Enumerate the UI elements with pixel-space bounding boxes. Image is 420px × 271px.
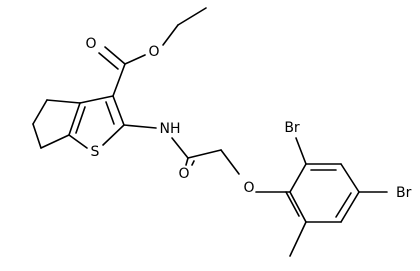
c3-c3a-bond [79, 95, 114, 104]
ethyl-ch2-o-bond [162, 24, 179, 46]
c2-s-bond [102, 124, 125, 146]
amide-c-o-double-bond-b [191, 160, 195, 166]
atom-label-carbonyl-o-ester: O [85, 36, 96, 52]
atom-label-nh: NH [160, 121, 181, 137]
carbonyl-ch2-bond [187, 149, 222, 159]
atom-label-br-right: Br [396, 185, 412, 201]
c6a-c3a-bond [68, 102, 81, 136]
atom-label-ether-o-aryl: O [243, 180, 254, 196]
ester-c-o-double-bond-b [98, 52, 119, 70]
ester-o-carbonyl-bond [124, 54, 146, 65]
aryl-c3-c4-bond [340, 163, 360, 193]
c3a-c4-bond [46, 99, 81, 104]
aryl-methyl-bond [289, 221, 307, 257]
atom-label-ether-o-ester: O [148, 44, 159, 60]
aryl-c6-c1-bond [289, 191, 307, 223]
c3-c2-bond [112, 95, 125, 126]
aryl-br-top-bond [295, 137, 307, 165]
c2-nh-bond [123, 124, 157, 129]
ch2-o-bond [220, 149, 240, 175]
ethyl-terminal-bond [177, 7, 207, 26]
c3-c2-double-bond [105, 101, 115, 125]
atom-label-sulfur: S [91, 144, 100, 160]
atom-label-carbonyl-o-amide: O [178, 166, 189, 182]
nh-carbonyl-bond [171, 137, 189, 159]
s-c6a-bond [68, 134, 88, 149]
aryl-c6-c1-double-bond [285, 191, 300, 217]
ester-c-o-double-bond-a [104, 46, 126, 65]
aryl-c1-c2-bond [289, 163, 307, 193]
atom-label-br-top: Br [284, 120, 300, 136]
c5-c6-bond [32, 123, 42, 149]
c6-c6a-bond [40, 134, 70, 149]
bond-layer [32, 7, 388, 257]
atom-label-layer: O O NH S O O Br Br [85, 36, 411, 201]
amide-c-o-double-bond-a [185, 157, 189, 166]
aryl-c4-c5-double-bond [335, 192, 352, 218]
c4-c5-bond [32, 99, 48, 125]
aryl-c4-c5-bond [340, 191, 360, 223]
ester-to-ring-bond [112, 63, 126, 97]
c6a-c3a-double-bond [75, 106, 86, 134]
